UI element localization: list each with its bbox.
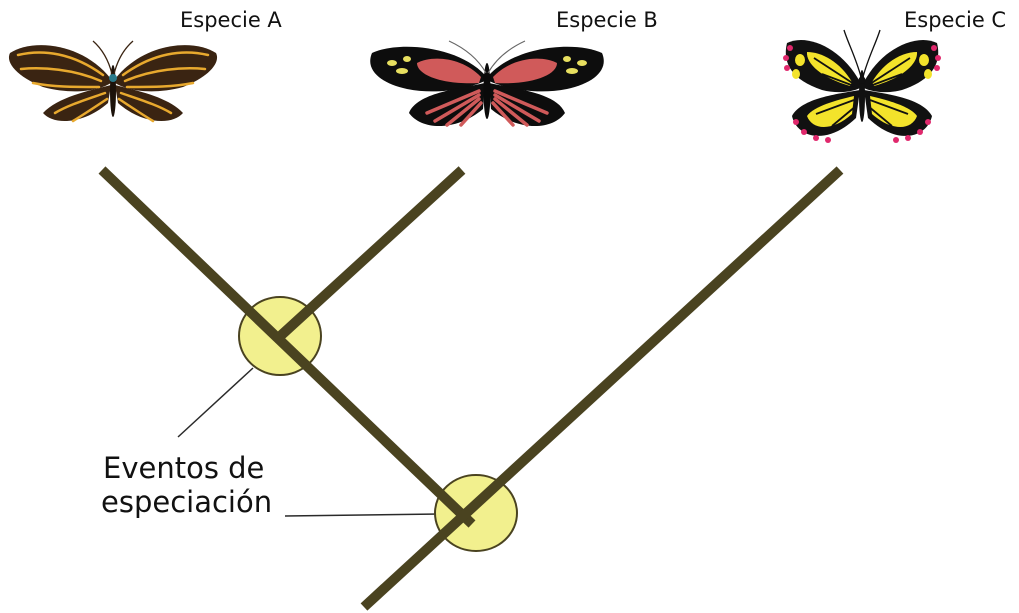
- speciation-events-label-line2: especiación: [101, 485, 273, 519]
- species-c-label: Especie C: [904, 8, 1007, 32]
- annotation-pointer-upper: [177, 367, 254, 438]
- butterfly-b-icon: [370, 40, 604, 127]
- species-a-label: Especie A: [180, 8, 282, 32]
- butterfly-c-icon: [783, 29, 941, 143]
- branch-species-a: [98, 166, 476, 528]
- annotation-pointer-lower: [284, 513, 441, 517]
- branch-species-c: [360, 166, 844, 611]
- speciation-node-lower: [434, 474, 518, 552]
- speciation-events-label-line1: Eventos de: [103, 451, 265, 485]
- species-b-label: Especie B: [556, 8, 658, 32]
- butterfly-a-icon: [8, 40, 218, 123]
- branch-species-b: [272, 166, 466, 344]
